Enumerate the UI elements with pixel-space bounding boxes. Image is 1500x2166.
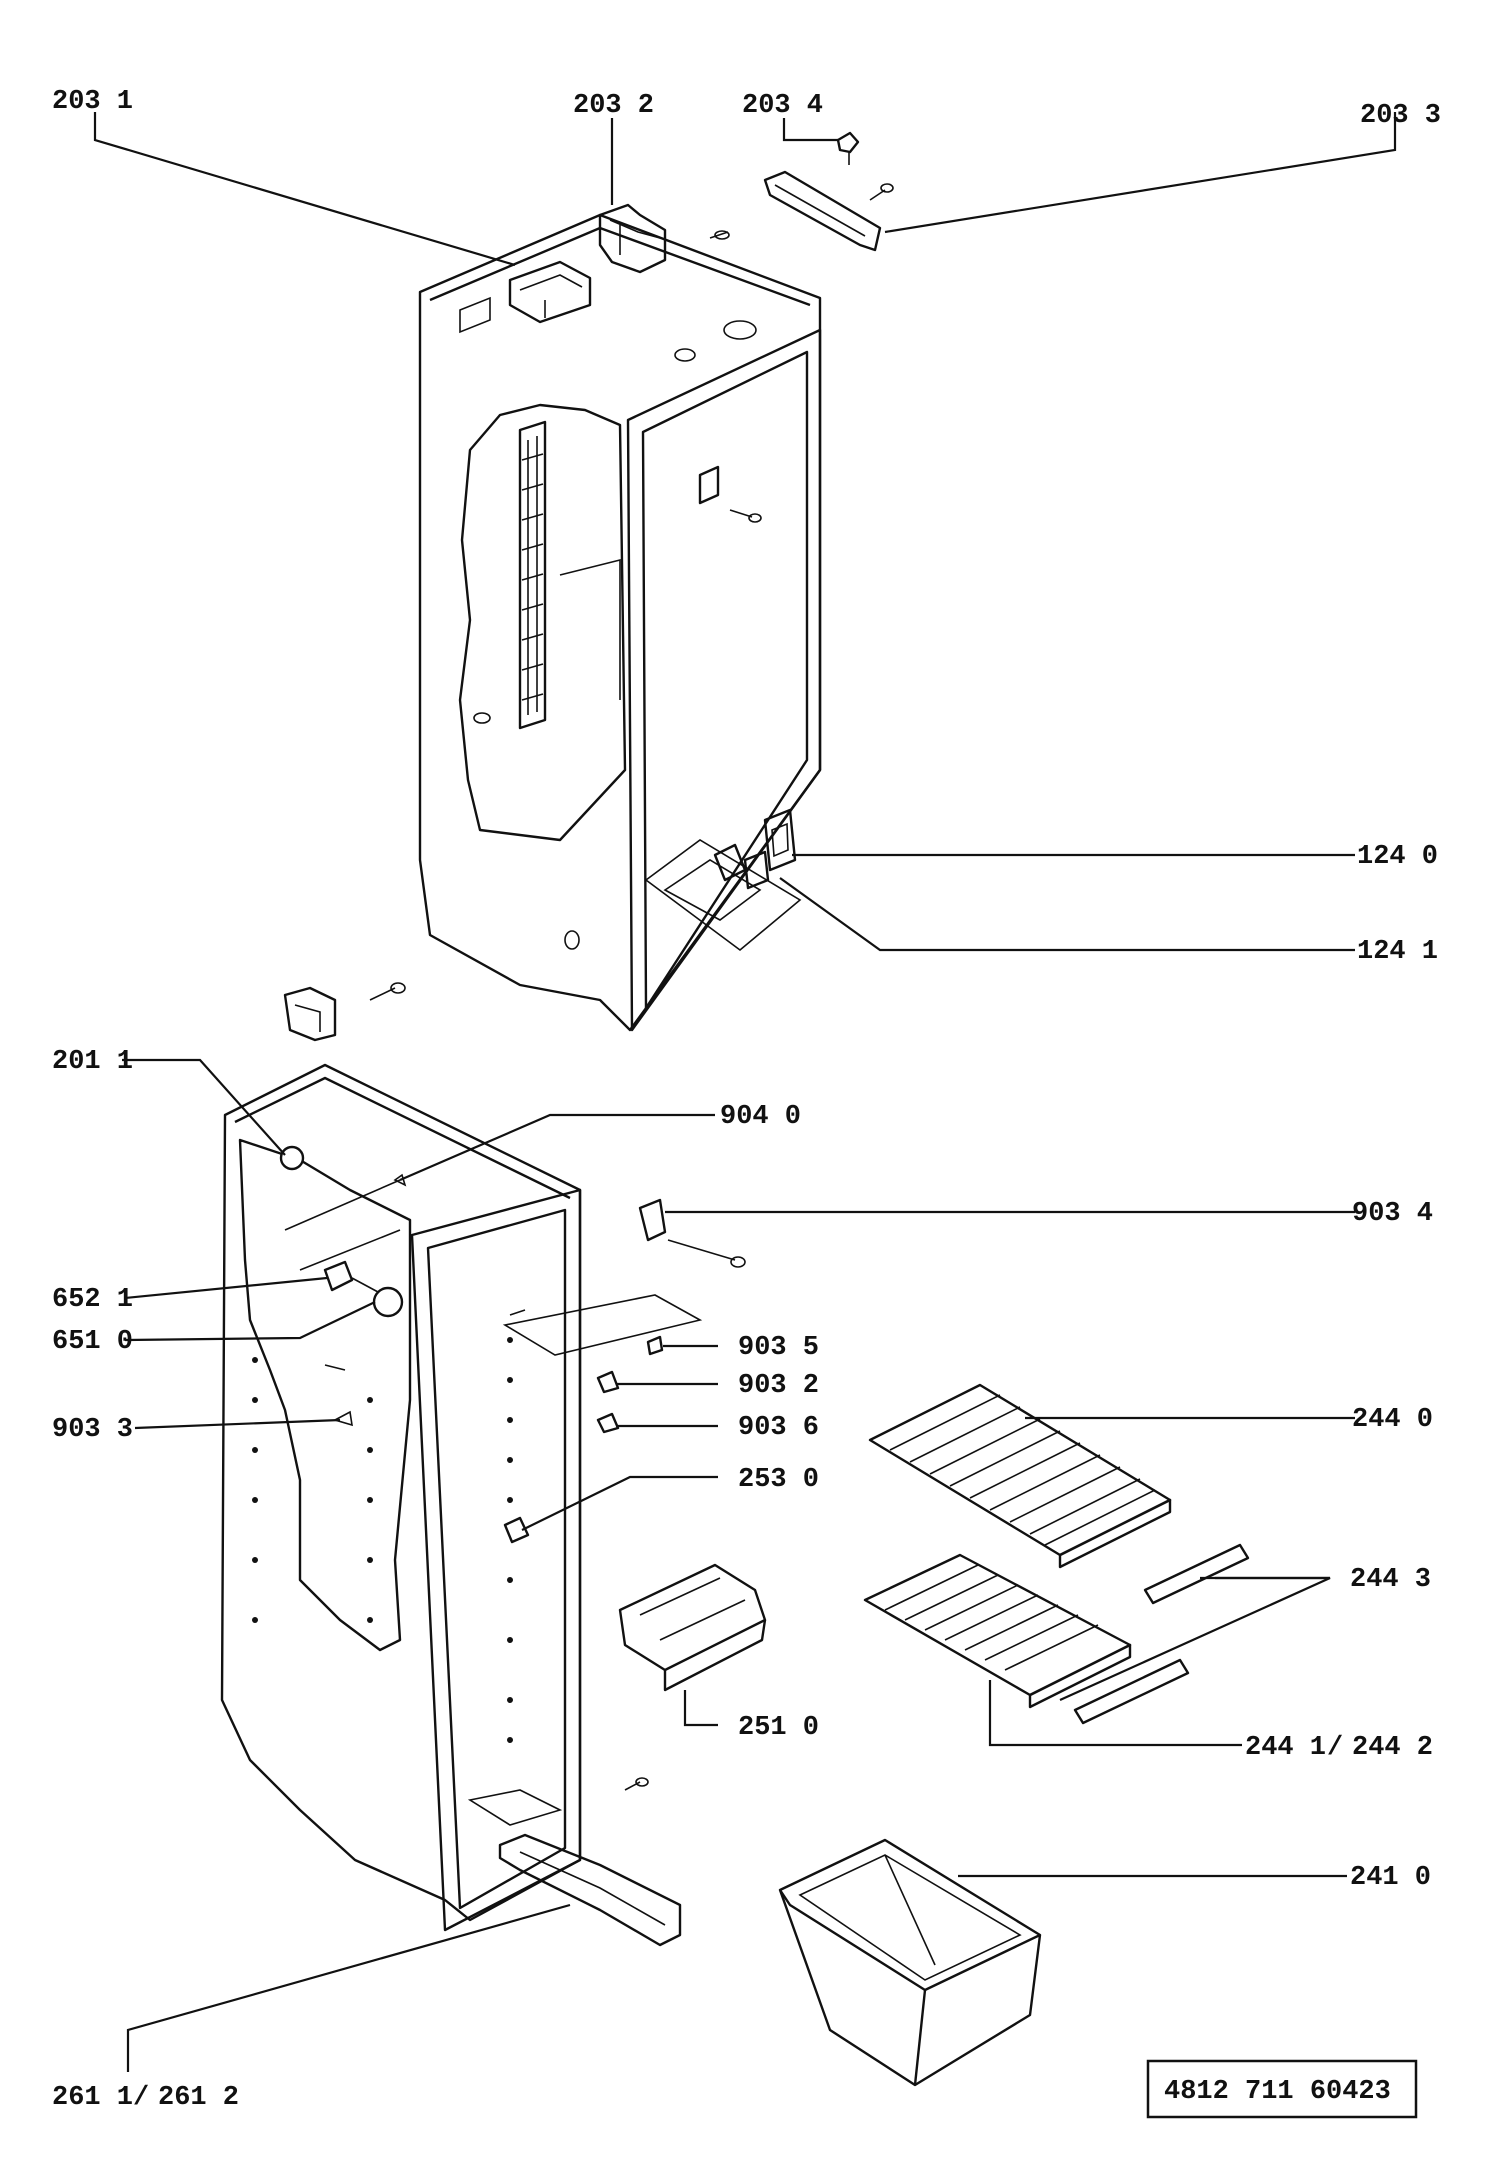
label-203-4: 203 4 [742,91,823,121]
part-903-6-icon [596,1412,620,1434]
part-244-0-icon [868,1383,1172,1569]
label-651-0: 651 0 [52,1327,133,1357]
part-203-3-icon [763,170,894,252]
label-separator-244: / [1327,1733,1343,1763]
label-903-3: 903 3 [52,1415,133,1445]
label-203-2: 203 2 [573,91,654,121]
part-203-4-icon [836,131,860,165]
label-201-1: 201 1 [52,1047,133,1077]
label-652-1: 652 1 [52,1285,133,1315]
label-244-1: 244 1 [1245,1733,1326,1763]
part-244-1-icon [863,1553,1132,1709]
label-903-5: 903 5 [738,1333,819,1363]
lower-cabinet [220,982,703,1947]
label-203-3: 203 3 [1360,101,1441,131]
label-903-6: 903 6 [738,1413,819,1443]
label-244-2: 244 2 [1352,1733,1433,1763]
part-244-3-icon [1073,1543,1250,1725]
document-number-box: 4812 711 60423 [1146,2059,1418,2119]
label-244-3: 244 3 [1350,1565,1431,1595]
label-261-2: 261 2 [158,2083,239,2113]
part-903-4-icon [638,1198,746,1268]
label-261-1: 261 1 [52,2083,133,2113]
label-251-0: 251 0 [738,1713,819,1743]
part-903-2-icon [596,1370,620,1394]
label-124-1: 124 1 [1357,937,1438,967]
part-903-5-icon [646,1335,664,1356]
label-904-0: 904 0 [720,1102,801,1132]
part-241-0-icon [778,1838,1042,2087]
label-203-1: 203 1 [52,87,133,117]
label-124-0: 124 0 [1357,842,1438,872]
label-903-4: 903 4 [1352,1199,1433,1229]
part-251-0-icon [618,1563,767,1692]
label-903-2: 903 2 [738,1371,819,1401]
part-203-1-icon [508,260,592,324]
label-244-0: 244 0 [1352,1405,1433,1435]
document-number: 4812 711 60423 [1164,2077,1391,2107]
callout-labels: 203 1 203 2 203 4 203 3 124 0 124 1 201 … [52,87,1441,2113]
label-separator-261: / [133,2083,149,2113]
part-203-2-icon [598,203,730,274]
leader-lines [93,112,1397,2072]
upper-cabinet [418,213,822,1032]
label-241-0: 241 0 [1350,1863,1431,1893]
label-253-0: 253 0 [738,1465,819,1495]
